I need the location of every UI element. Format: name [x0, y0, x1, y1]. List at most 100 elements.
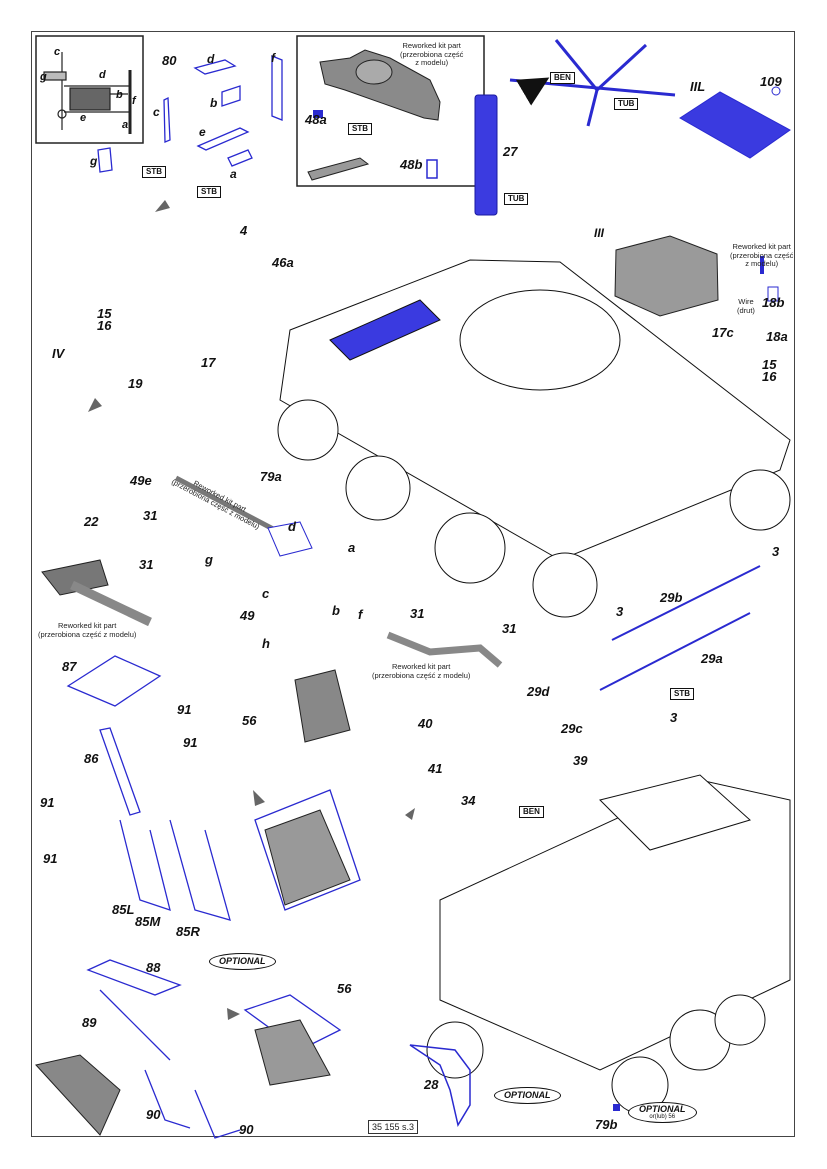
part-28: [409, 1044, 471, 1127]
part-label-91d: 91: [43, 851, 58, 866]
part-label-31c: 31: [410, 606, 425, 621]
part-label-80a: a: [230, 167, 237, 181]
inset-label-e: e: [80, 112, 87, 124]
part-label-85l: 85L: [112, 902, 135, 917]
note-text: Reworked kit part (przerobiona część z m…: [38, 621, 137, 639]
ben-tag-fuel: BEN: [519, 806, 544, 818]
part-label-109: 109: [760, 74, 782, 89]
part-48a: [313, 110, 323, 118]
part-label-29c: 29c: [561, 721, 583, 736]
part-label-39: 39: [573, 753, 588, 768]
part-label-c: c: [262, 586, 270, 601]
part-label-85r: 85R: [176, 924, 200, 939]
part-label-16-left: 16: [97, 318, 112, 333]
part-label-90a: 90: [146, 1107, 161, 1122]
part-label-89: 89: [82, 1015, 97, 1030]
tub-tag-star: TUB: [614, 98, 639, 110]
optional-rack: [86, 959, 342, 1139]
part-label-88: 88: [146, 960, 161, 975]
radio-box-kit-part: [614, 235, 719, 317]
optional-subtext: or(lub) 56: [649, 1114, 676, 1120]
part-label-34: 34: [461, 793, 476, 808]
ben-tag: BEN: [550, 72, 575, 84]
part-label-3a: 3: [772, 544, 780, 559]
part-label-15-left: 15: [97, 306, 112, 321]
part-label-28: 28: [424, 1077, 439, 1092]
part-label-80f: f: [271, 51, 275, 65]
part-label-56-lower: 56: [337, 981, 352, 996]
part-label-31d: 31: [502, 621, 517, 636]
part-label-49e: 49e: [130, 473, 152, 488]
part-label-80d: d: [207, 52, 215, 66]
part-label-80b: b: [210, 96, 218, 110]
part-label-3b: 3: [616, 604, 624, 619]
inset-label-c: c: [54, 46, 61, 58]
optional-badge-rack: OPTIONAL: [209, 953, 276, 970]
rear-hull: [426, 774, 791, 1114]
part-label-18a: 18a: [766, 329, 788, 344]
inset-label-b: b: [116, 89, 123, 101]
part-label-iil: IIL: [690, 79, 706, 94]
rails-29: [599, 565, 761, 691]
part-label-80g: g: [90, 154, 98, 168]
jerrycan-lower: [35, 1054, 121, 1136]
direction-arrow: [515, 77, 550, 106]
note-text: Reworked kit part (przerobiona część z m…: [400, 41, 464, 68]
direction-arrows: [88, 200, 415, 1020]
part-label-80c: c: [153, 105, 160, 119]
part-label-3c: 3: [670, 710, 678, 725]
tub-tag-27: TUB: [504, 193, 529, 205]
part-79b: [613, 1104, 620, 1111]
part-label-27: 27: [503, 144, 518, 159]
stb-tag-1: STB: [142, 166, 166, 178]
part-label-48a: 48a: [305, 112, 327, 127]
inset-80-schematic: [43, 52, 132, 134]
part-label-91a: 91: [177, 702, 192, 717]
wire-note: Wire (drut): [737, 297, 755, 315]
part-label-b: b: [332, 603, 340, 618]
shovel-handle: [174, 475, 277, 533]
part-label-40: 40: [418, 716, 433, 731]
optional-text: OPTIONAL: [639, 1104, 686, 1114]
axe-note: Reworked kit part (przerobiona część z m…: [38, 621, 137, 639]
star-antenna: [509, 39, 676, 127]
part-label-4: 4: [240, 223, 248, 238]
part-label-56-upper: 56: [242, 713, 257, 728]
part-label-29a: 29a: [701, 651, 723, 666]
road-wheels: [277, 399, 791, 618]
part-label-f: f: [358, 607, 363, 622]
part-label-48b: 48b: [400, 157, 423, 172]
part-label-h: h: [262, 636, 270, 651]
part-label-19: 19: [128, 376, 143, 391]
stb-tag-2: STB: [197, 186, 221, 198]
stb-tag-rails: STB: [670, 688, 694, 700]
part-label-90b: 90: [239, 1122, 254, 1137]
inset-label-g: g: [40, 71, 47, 83]
bracket-80-parts: [97, 55, 283, 173]
gear-mount-kit-part: [307, 49, 441, 181]
optional-badge-28: OPTIONAL: [494, 1087, 561, 1104]
inset-48-note: Reworked kit part (przerobiona część z m…: [400, 41, 464, 68]
part-label-iii: III: [594, 226, 605, 240]
part-label-16-right: 16: [762, 369, 777, 384]
crowbar-note: Reworked kit part (przerobiona część z m…: [372, 662, 470, 680]
part-label-41: 41: [428, 761, 443, 776]
inset-80-frame: [35, 35, 144, 144]
axe-head: [41, 559, 109, 596]
part-label-80e: e: [199, 125, 206, 139]
rack-frames: [66, 655, 361, 921]
part-label-iv: IV: [52, 346, 65, 361]
crowbar: [386, 631, 503, 668]
page-frame: [31, 31, 795, 1137]
part-label-79a: 79a: [260, 469, 282, 484]
note-text: Wire (drut): [737, 297, 755, 315]
part-label-86: 86: [84, 751, 99, 766]
jerrycan-in-rack: [264, 809, 351, 906]
part-label-d: d: [288, 519, 296, 534]
part-label-87: 87: [62, 659, 77, 674]
part-label-85m: 85M: [135, 914, 161, 929]
part-label-31a: 31: [143, 508, 158, 523]
part-label-31b: 31: [139, 557, 154, 572]
